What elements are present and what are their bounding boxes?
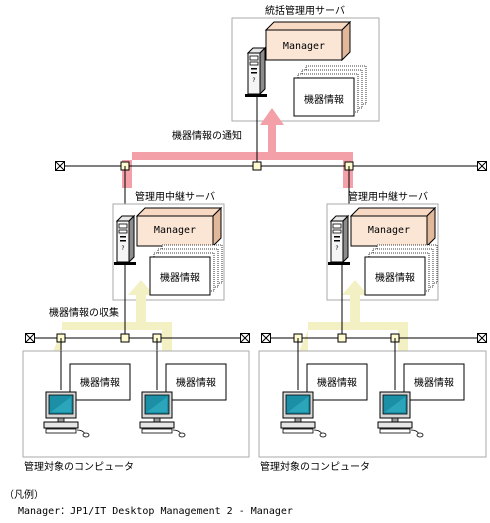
right-pc1-info-box [306,363,368,401]
right-bus-terminator-left [261,333,271,343]
left-pc1-info-label: 機器情報 [80,376,120,389]
left-bus-terminator-right [240,333,250,343]
top-info-label: 機器情報 [304,93,344,106]
top-manager-label: Manager [283,41,325,52]
top-server-icon [244,47,268,98]
relay-right-icon [327,215,351,266]
relay-left-manager-label: Manager [154,225,196,236]
left-pc2-info-label: 機器情報 [176,376,216,389]
relay-right-title: 管理用中継サーバ [348,190,428,203]
bus-terminator-right [477,161,487,171]
relay-right-info-docs [364,244,438,296]
left-bus-terminator-left [25,333,35,343]
relay-left-info-label: 機器情報 [160,271,200,284]
collect-arrow-right [298,280,408,354]
right-group-caption: 管理対象のコンピュータ [260,460,370,473]
left-pc1-info-box [69,363,131,401]
left-bus-node-relay [120,333,130,343]
relay-left-info-docs [149,244,223,296]
right-bus-node-relay [337,333,347,343]
top-server-title: 統括管理用サーバ [265,4,345,17]
left-pc2-info-box [165,363,227,401]
bus-terminator-left [55,161,65,171]
legend-line: Manager：JP1/IT Desktop Management 2 - Ma… [18,506,293,517]
notify-label: 機器情報の通知 [172,129,242,142]
right-pc1-info-label: 機器情報 [317,376,357,389]
right-pc2-info-box [403,363,465,401]
relay-right-info-label: 機器情報 [375,271,415,284]
relay-left-title: 管理用中継サーバ [135,190,215,203]
right-bus-terminator-right [477,333,487,343]
left-group-caption: 管理対象のコンピュータ [24,460,134,473]
right-pc2-info-label: 機器情報 [414,376,454,389]
collect-arrow-left [52,280,172,354]
relay-left-icon [113,215,137,266]
top-info-docs [293,65,367,117]
bus-node-top [252,161,262,171]
collect-label: 機器情報の収集 [49,306,119,319]
relay-right-manager-label: Manager [368,225,410,236]
legend-title: （凡例） [4,488,44,501]
